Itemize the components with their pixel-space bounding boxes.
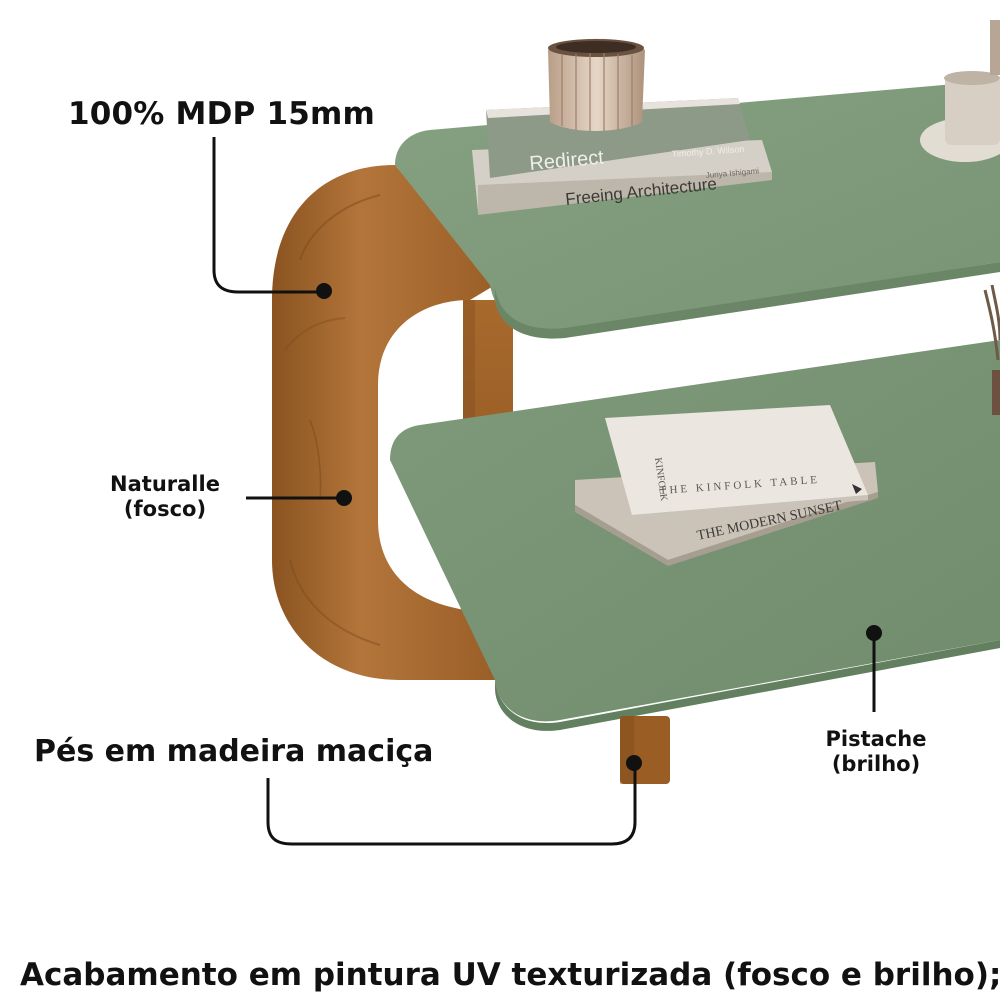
shelf-color-finish: (brilho) xyxy=(831,752,921,777)
wood-finish-name: Naturalle xyxy=(110,472,220,496)
callout-dots xyxy=(316,283,882,771)
lower-book-stack: THE KINFOLK TABLE KINFOLK THE MODERN SUN… xyxy=(575,405,878,566)
candle-tray xyxy=(920,20,1000,162)
shelf-color-callout: Pistache (brilho) xyxy=(812,727,940,777)
shelf-color-name: Pistache xyxy=(825,727,927,751)
legs-callout: Pés em madeira maciça xyxy=(34,734,434,769)
wood-finish-type: (fosco) xyxy=(123,497,207,522)
wood-finish-callout: Naturalle (fosco) xyxy=(100,472,230,522)
wood-leg xyxy=(620,716,670,784)
material-callout: 100% MDP 15mm xyxy=(68,96,375,132)
finish-footer-text: Acabamento em pintura UV texturizada (fo… xyxy=(20,957,1000,993)
top-book-stack: Redirect Timothy D. Wilson Freeing Archi… xyxy=(472,98,772,215)
callout-lines xyxy=(212,137,876,846)
vase xyxy=(548,38,645,131)
